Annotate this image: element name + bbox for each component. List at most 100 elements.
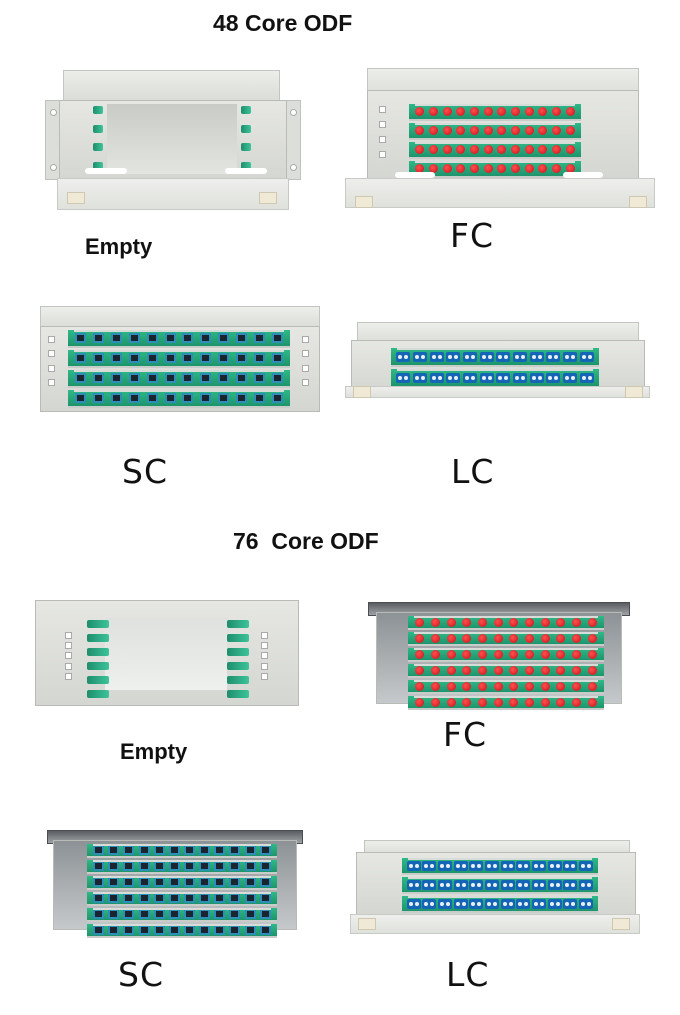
fc-connector-icon [493, 697, 503, 707]
splice-tray-row [402, 858, 598, 875]
lc-connector-icon [453, 879, 468, 890]
fc-connector-icon [509, 681, 519, 691]
odf-76-sc-image [47, 830, 303, 938]
fc-connector-icon [551, 107, 561, 116]
odf-48-fc-image [345, 68, 655, 208]
sc-connector-icon [123, 845, 135, 855]
lc-connector-icon [500, 898, 515, 909]
splice-tray-row [68, 370, 290, 388]
sc-connector-icon [184, 909, 196, 919]
fc-connector-icon [493, 617, 503, 627]
sc-connector-icon [199, 893, 211, 903]
fc-connector-icon [540, 633, 550, 643]
sc-connector-icon [146, 393, 158, 403]
lc-connector-icon [453, 898, 468, 909]
splice-tray-row [87, 860, 277, 874]
sc-connector-icon [218, 353, 230, 363]
fc-connector-icon [540, 649, 550, 659]
fc-connector-icon [456, 164, 466, 173]
sc-connector-icon [123, 909, 135, 919]
sc-connector-icon [244, 845, 256, 855]
splice-tray-row [87, 892, 277, 906]
sc-connector-icon [123, 877, 135, 887]
sc-connector-icon [128, 373, 140, 383]
fc-connector-icon [571, 681, 581, 691]
sc-connector-icon [108, 861, 120, 871]
sc-connector-icon [164, 333, 176, 343]
fc-connector-icon [462, 617, 472, 627]
sc-connector-icon [271, 353, 283, 363]
sc-connector-icon [244, 893, 256, 903]
fc-connector-icon [538, 164, 548, 173]
splice-tray-row [408, 664, 604, 678]
lc-connector-icon [412, 351, 427, 362]
fc-connector-icon [477, 649, 487, 659]
odf-48-sc-image [36, 306, 322, 412]
sc-connector-icon [108, 925, 120, 935]
lc-connector-icon [438, 860, 453, 871]
lc-connector-icon [562, 372, 577, 383]
odf-48-empty-image [45, 70, 301, 210]
fc-connector-icon [510, 107, 520, 116]
sc-connector-icon [128, 333, 140, 343]
fc-connector-icon [571, 649, 581, 659]
fc-connector-icon [524, 649, 534, 659]
lc-connector-icon [500, 879, 515, 890]
sc-connector-icon [108, 893, 120, 903]
sc-connector-icon [93, 393, 105, 403]
fc-connector-icon [430, 665, 440, 675]
sc-connector-icon [111, 373, 123, 383]
sc-connector-icon [259, 893, 271, 903]
lc-connector-icon [469, 860, 484, 871]
fc-connector-icon [428, 145, 438, 154]
splice-tray-row [402, 896, 598, 913]
sc-connector-icon [271, 373, 283, 383]
lc-connector-icon [406, 860, 421, 871]
caption-48-fc: FC [450, 216, 495, 255]
fc-connector-icon [446, 617, 456, 627]
lc-connector-icon [422, 879, 437, 890]
sc-connector-icon [111, 353, 123, 363]
odf-76-empty-image [35, 600, 300, 706]
splice-tray-row [68, 350, 290, 368]
sc-connector-icon [93, 373, 105, 383]
sc-connector-icon [259, 909, 271, 919]
sc-connector-icon [214, 877, 226, 887]
sc-connector-icon [153, 893, 165, 903]
fc-connector-icon [430, 649, 440, 659]
splice-tray-row [408, 696, 604, 710]
fc-connector-icon [556, 681, 566, 691]
caption-76-lc: LC [446, 955, 490, 994]
splice-tray-row [402, 877, 598, 894]
caption-48-lc: LC [451, 452, 495, 491]
fc-connector-icon [493, 649, 503, 659]
lc-connector-icon [563, 860, 578, 871]
sc-connector-icon [199, 845, 211, 855]
lc-connector-icon [546, 351, 561, 362]
fc-connector-icon [551, 126, 561, 135]
fc-connector-icon [587, 649, 597, 659]
sc-connector-icon [214, 909, 226, 919]
sc-connector-icon [218, 393, 230, 403]
fc-connector-icon [462, 697, 472, 707]
sc-connector-icon [235, 393, 247, 403]
sc-connector-icon [168, 845, 180, 855]
sc-connector-icon [259, 925, 271, 935]
fc-connector-icon [430, 697, 440, 707]
sc-connector-icon [138, 845, 150, 855]
fc-connector-icon [524, 697, 534, 707]
splice-tray-row [87, 908, 277, 922]
lc-connector-icon [485, 879, 500, 890]
sc-connector-icon [182, 393, 194, 403]
fc-connector-icon [587, 681, 597, 691]
sc-connector-icon [138, 861, 150, 871]
lc-connector-icon [512, 372, 527, 383]
sc-connector-icon [164, 353, 176, 363]
fc-connector-icon [565, 107, 575, 116]
sc-connector-icon [244, 909, 256, 919]
sc-connector-icon [182, 353, 194, 363]
lc-connector-icon [579, 351, 594, 362]
sc-connector-icon [235, 353, 247, 363]
fc-connector-icon [497, 164, 507, 173]
fc-connector-icon [538, 145, 548, 154]
